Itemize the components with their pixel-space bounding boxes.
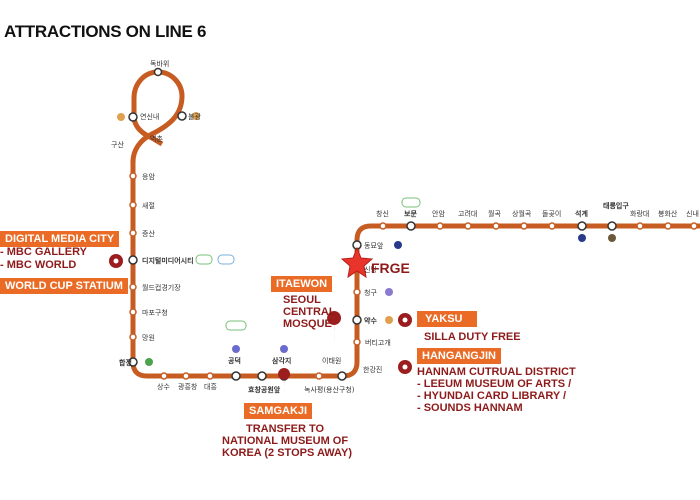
station-label: 상월곡 [512, 209, 532, 218]
station-label: 안암 [432, 209, 445, 218]
station-label: 한강진 [363, 365, 382, 374]
itaewon-tag: ITAEWON [271, 276, 333, 292]
station-label: 삼각지 [272, 356, 291, 365]
itaewon-line-1: SEOUL [283, 294, 321, 306]
hangangjin-tag: HANGANGJIN [417, 348, 501, 364]
station-label: 디지털미디어시티 [142, 256, 194, 265]
station-label: 동묘앞 [364, 242, 384, 250]
station-label: 녹사평(용산구청) [304, 385, 355, 394]
station-markers [129, 172, 698, 380]
station-label: 역촌 [150, 134, 163, 143]
station-label: 마포구청 [142, 308, 168, 317]
station-label: 봉화산 [658, 209, 678, 218]
hangangjin-line-3: - HYUNDAI CARD LIBRARY / [417, 390, 567, 402]
station-label: 고려대 [458, 209, 477, 218]
station-label: 상수 [157, 382, 170, 391]
station-label: 독바위 [150, 59, 169, 68]
station-label: 대흥 [204, 382, 217, 391]
line-6-route [130, 160, 700, 379]
itaewon-line-2: CENTRAL [283, 306, 336, 318]
station-label: 신내 [686, 209, 699, 218]
hangangjin-line-2: - LEEUM MUSEUM OF ARTS / [417, 378, 572, 390]
station-label: 공덕 [228, 356, 241, 365]
station-label: 이태원 [322, 356, 341, 365]
itaewon-line-3: MOSQUE [283, 318, 332, 330]
station-label: 청구 [364, 289, 377, 297]
station-label: 응암 [142, 173, 155, 181]
dmc-line-2: - MBC WORLD [0, 259, 77, 271]
samgakji-tag: SAMGAKJI [244, 403, 313, 419]
station-label: 새절 [142, 201, 155, 210]
station-label: 버티고개 [365, 338, 391, 347]
station-label: 구산 [111, 140, 124, 149]
station-label: 돌곶이 [542, 209, 561, 218]
worldcup-tag: WORLD CUP STATIUM [0, 278, 128, 294]
station-label: 보문 [404, 210, 417, 218]
dmc-tag: DIGITAL MEDIA CITY [0, 231, 120, 247]
station-label: 효창공원앞 [248, 385, 281, 394]
hangangjin-line-1: HANNAM CUTRUAL DISTRICT [417, 366, 576, 378]
station-label: 약수 [364, 316, 377, 325]
station-label: 광흥창 [178, 382, 198, 391]
station-label: 화랑대 [630, 210, 649, 218]
samgakji-line-3: KOREA (2 STOPS AWAY) [222, 447, 352, 459]
yaksu-tag: YAKSU [417, 311, 477, 327]
page-title: ATTRACTIONS ON LINE 6 [4, 22, 207, 41]
station-label: 태릉입구 [603, 201, 629, 210]
station-label: 신당 [364, 265, 377, 274]
station-label: 창신 [376, 209, 389, 218]
station-label: 합정 [119, 358, 132, 367]
yaksu-line-1: SILLA DUTY FREE [424, 331, 521, 343]
station-label: 불광 [188, 112, 201, 121]
hangangjin-line-4: - SOUNDS HANNAM [417, 402, 523, 414]
star-icon [340, 246, 374, 279]
dmc-line-1: - MBC GALLERY [0, 246, 87, 258]
station-label: 증산 [142, 229, 155, 238]
station-label: 연신내 [140, 112, 159, 121]
samgakji-line-1: TRANSFER TO [246, 423, 325, 435]
station-label: 월드컵경기장 [142, 283, 181, 292]
station-label: 월곡 [488, 209, 501, 218]
frge-label: FRGE [371, 260, 410, 276]
transfer-badges [117, 112, 616, 366]
samgakji-line-2: NATIONAL MUSEUM OF [222, 435, 349, 447]
station-label: 석계 [575, 209, 588, 218]
station-label: 망원 [142, 333, 155, 342]
